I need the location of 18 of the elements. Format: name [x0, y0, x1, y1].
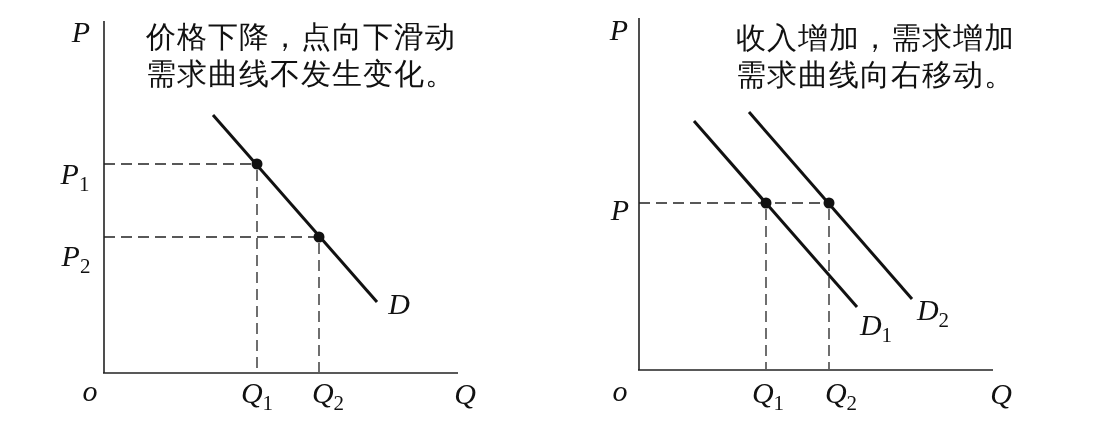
- tick-label: P: [610, 195, 630, 225]
- tick-label: Q$_{1}$: [751, 378, 785, 414]
- curve-label: D$_{2}$: [916, 295, 950, 331]
- curve-label: D$_{1}$: [859, 310, 893, 346]
- axis-label: Q: [454, 379, 476, 409]
- tick-label: P$_{2}$: [61, 241, 91, 277]
- origin-label: o: [612, 376, 628, 406]
- tick-label: Q$_{2}$: [311, 378, 345, 414]
- tick-label: P$_{1}$: [60, 159, 90, 195]
- tick-label: Q$_{1}$: [240, 378, 274, 414]
- axis-label: P: [71, 17, 91, 47]
- annotation-text: 收入增加，需求增加需求曲线向右移动。: [736, 19, 1016, 93]
- axis-label: P: [609, 15, 629, 45]
- annotation-text: 价格下降，点向下滑动需求曲线不发生变化。: [146, 18, 457, 92]
- axis-label: Q: [990, 379, 1012, 409]
- curve-label: D: [388, 289, 410, 319]
- tick-label: Q$_{2}$: [824, 378, 858, 414]
- origin-label: o: [82, 376, 98, 406]
